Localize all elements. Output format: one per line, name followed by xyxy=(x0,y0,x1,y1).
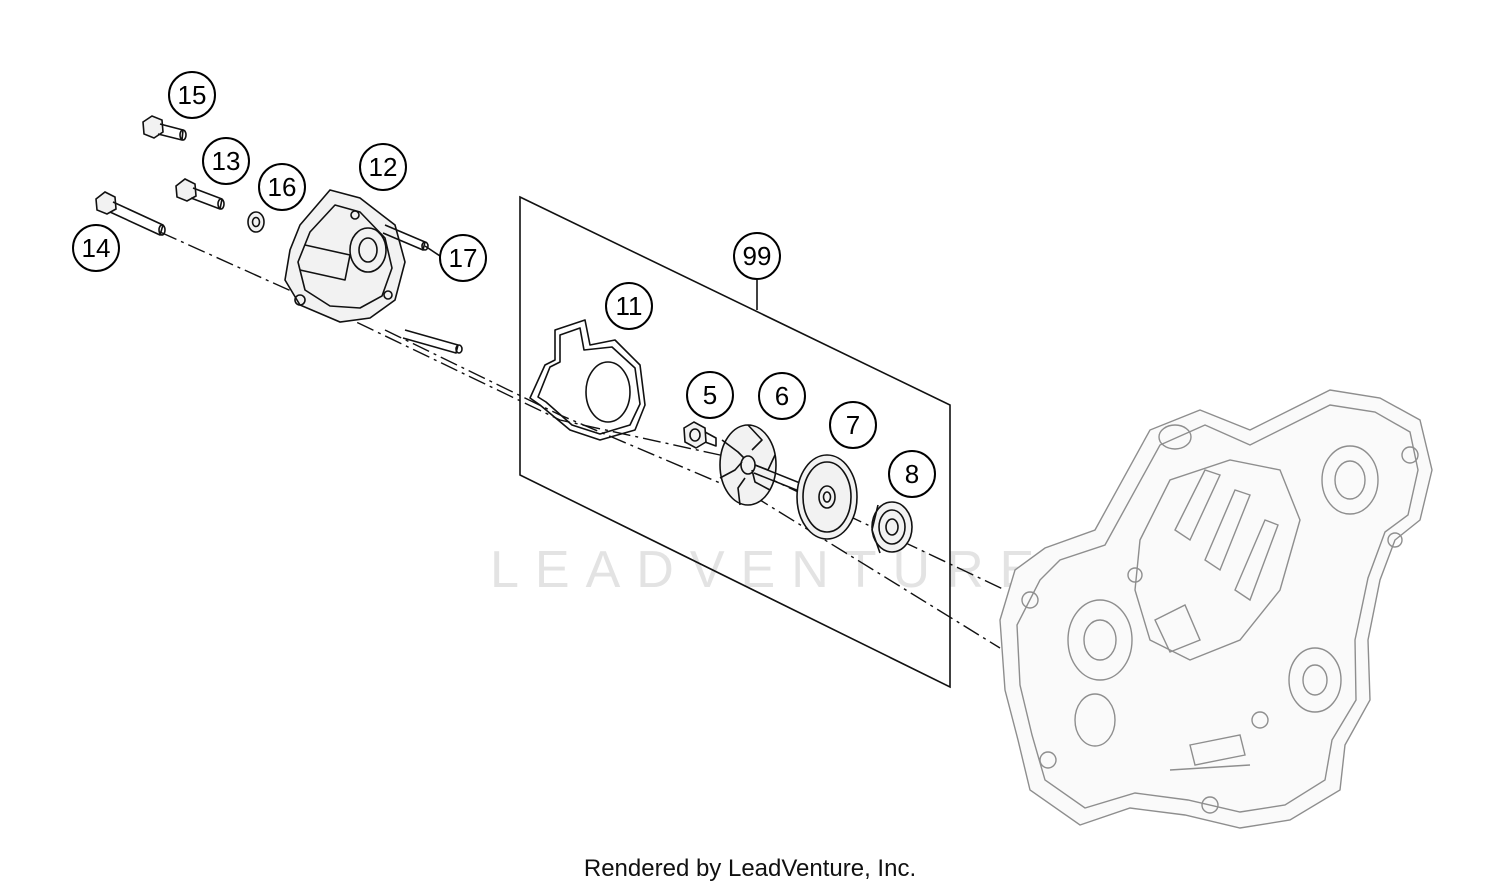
callout-16: 16 xyxy=(258,163,306,211)
svg-text:8: 8 xyxy=(905,459,919,489)
gasket-11 xyxy=(529,319,646,441)
pins-17-leader xyxy=(424,245,441,257)
assembly-axis-lower xyxy=(384,329,1001,649)
callout-6: 6 xyxy=(758,372,806,420)
svg-text:7: 7 xyxy=(846,410,860,440)
svg-text:11: 11 xyxy=(616,291,643,321)
callout-15: 15 xyxy=(168,71,216,119)
bolt-15 xyxy=(142,115,187,141)
impeller-6 xyxy=(719,424,806,506)
impeller-nut-5 xyxy=(683,421,717,449)
water-pump-cover-12 xyxy=(284,189,406,323)
kit-99-outline xyxy=(519,195,951,689)
footer-credit: Rendered by LeadVenture, Inc. xyxy=(583,855,917,882)
assembly-axis-upper xyxy=(159,231,1006,591)
seal-ring-8 xyxy=(871,501,913,554)
callout-5: 5 xyxy=(686,371,734,419)
svg-text:16: 16 xyxy=(268,172,297,202)
svg-text:12: 12 xyxy=(369,152,398,182)
svg-text:13: 13 xyxy=(212,146,241,176)
svg-text:14: 14 xyxy=(82,233,111,263)
leadventure-watermark: LEADVENTURE xyxy=(490,541,1051,599)
svg-text:17: 17 xyxy=(449,243,478,273)
callout-7: 7 xyxy=(829,401,877,449)
callout-13: 13 xyxy=(202,137,250,185)
callout-17: 17 xyxy=(439,234,487,282)
long-bolt-14 xyxy=(95,191,166,236)
washer-16 xyxy=(247,211,265,233)
callout-11: 11 xyxy=(605,282,653,330)
callout-14: 14 xyxy=(72,224,120,272)
engine-clutch-cover xyxy=(999,389,1433,829)
svg-text:5: 5 xyxy=(703,380,717,410)
callout-8: 8 xyxy=(888,450,936,498)
dowel-pins-17 xyxy=(382,224,463,354)
svg-text:15: 15 xyxy=(178,80,207,110)
svg-text:6: 6 xyxy=(775,381,789,411)
callout-12: 12 xyxy=(359,143,407,191)
seal-disk-7 xyxy=(796,454,858,540)
svg-text:99: 99 xyxy=(743,241,772,271)
callout-99: 99 xyxy=(733,232,781,280)
bolt-13 xyxy=(175,178,225,210)
